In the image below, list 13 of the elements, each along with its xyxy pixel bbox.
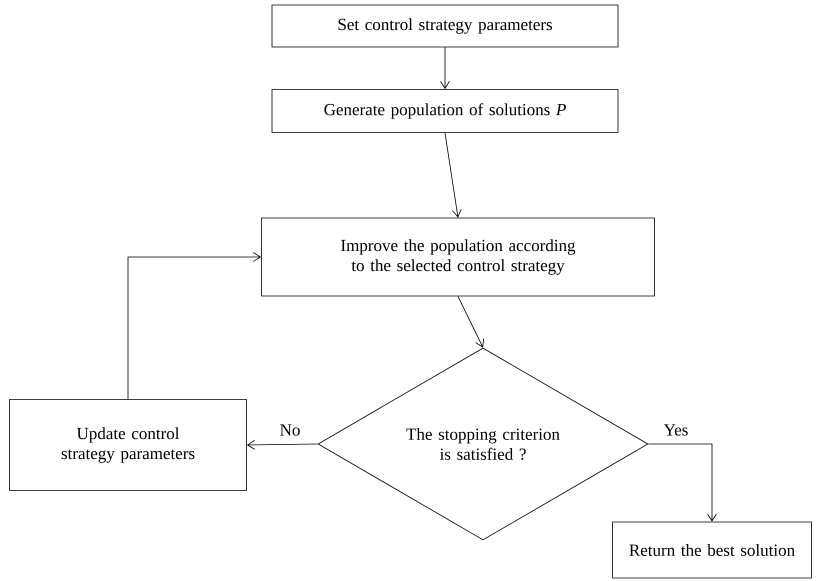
arrow: [246, 440, 318, 450]
process-box: Update control strategy parameters: [9, 399, 247, 491]
arrow: [440, 47, 450, 90]
arrow: [444, 132, 462, 218]
edge-label: Yes: [664, 424, 688, 436]
arrow: [128, 252, 262, 400]
edge-label: No: [280, 424, 300, 436]
process-box: Set control strategy parameters: [272, 4, 618, 48]
process-box: Return the best solution: [612, 522, 812, 578]
arrow: [648, 444, 717, 522]
process-box: Generate population of solutions P: [272, 89, 618, 133]
arrow: [458, 296, 484, 348]
process-box: Improve the population according to the selected control strategy: [261, 218, 655, 296]
